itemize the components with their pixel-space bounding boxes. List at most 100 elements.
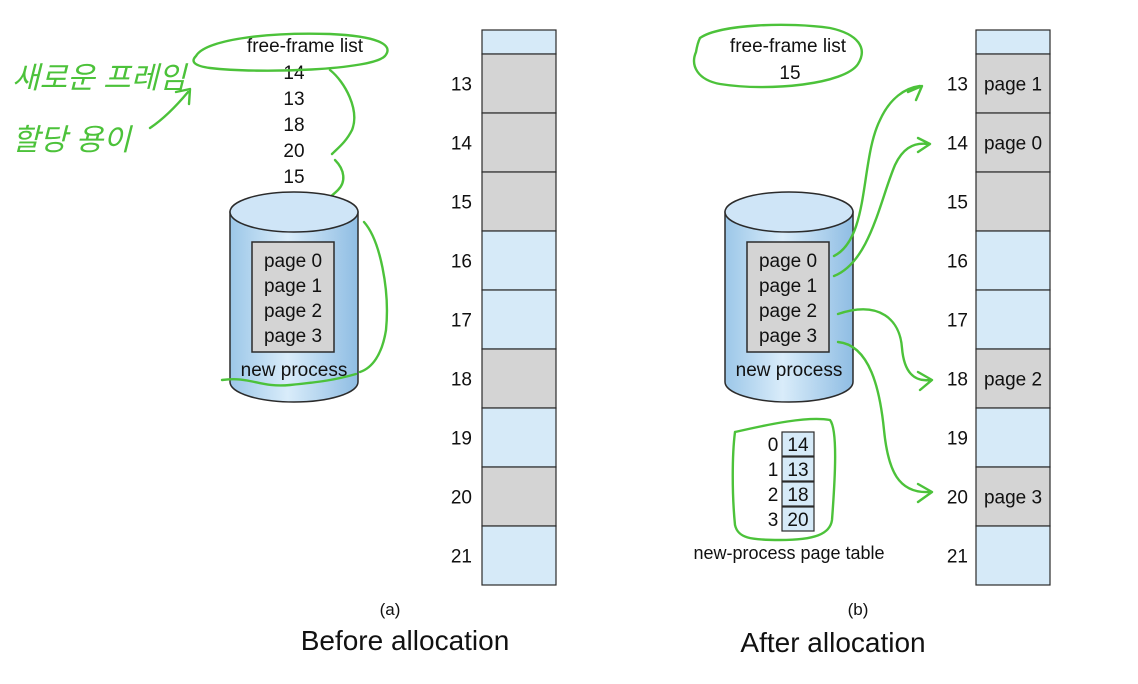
physical-memory: 13 14 15 16 17 18 19 20 21 — [451, 29, 557, 586]
page-table-index: 3 — [768, 510, 779, 531]
disk: page 0 page 1 page 2 page 3 new process — [724, 191, 854, 403]
memory-frame — [481, 289, 557, 350]
free-frame-list-title: free-frame list — [247, 36, 364, 57]
frame-number: 16 — [947, 252, 968, 273]
page-table: 0 14 1 13 2 18 3 20 — [768, 431, 815, 532]
disk-page: page 3 — [264, 326, 322, 347]
page-table-cell — [781, 456, 815, 482]
page-table-index: 1 — [768, 460, 779, 481]
frame-number: 19 — [451, 429, 472, 450]
page-table-frame: 18 — [787, 485, 808, 506]
frame-content: page 3 — [984, 488, 1042, 509]
free-frame-list-title: free-frame list — [730, 36, 847, 57]
disk-page: page 3 — [759, 326, 817, 347]
frame-number: 15 — [451, 193, 472, 214]
disk-page: page 2 — [264, 301, 322, 322]
memory-frame — [481, 348, 557, 409]
memory-frame — [481, 53, 557, 114]
frame-number: 19 — [947, 429, 968, 450]
annotation-curve-3 — [358, 220, 389, 374]
page-table-title: new-process page table — [693, 543, 884, 563]
caption: After allocation — [740, 627, 925, 658]
frame-number: 21 — [947, 547, 968, 568]
free-frame-entry: 20 — [283, 141, 304, 162]
frame-number: 18 — [947, 370, 968, 391]
page-table-frame: 14 — [787, 435, 809, 456]
frame-number: 17 — [451, 311, 472, 332]
free-frame-entry: 13 — [283, 89, 304, 110]
free-frame-entry: 15 — [283, 167, 304, 188]
disk-page: page 2 — [759, 301, 817, 322]
disk-page: page 1 — [264, 276, 322, 297]
memory-frame — [975, 348, 1051, 409]
page-table-index: 2 — [768, 485, 779, 506]
annotation-ellipse — [692, 23, 863, 89]
annotation-curve — [328, 68, 356, 156]
memory-frame — [481, 230, 557, 291]
annotation-arrow — [148, 87, 192, 130]
handwritten-note: 새로운 프레임 할당 용이 — [12, 62, 192, 157]
arrow-page2-to-frame18 — [836, 308, 934, 392]
page-list: page 0 page 1 page 2 page 3 — [264, 251, 322, 347]
free-frame-entry: 15 — [779, 63, 800, 84]
memory-frame — [975, 407, 1051, 468]
memory-frame — [975, 112, 1051, 173]
disk-label: new process — [241, 360, 348, 381]
memory-frame — [481, 525, 557, 586]
memory-frame — [481, 407, 557, 468]
memory-frame — [975, 230, 1051, 291]
frame-number: 20 — [451, 488, 472, 509]
annotation-ellipse-table — [731, 417, 837, 542]
page-table-frame: 13 — [787, 460, 808, 481]
free-frame-list: 15 — [779, 63, 800, 84]
memory-frame — [481, 171, 557, 232]
frame-number: 15 — [947, 193, 968, 214]
memory-frame — [975, 289, 1051, 350]
frame-content: page 1 — [984, 75, 1042, 96]
page-table-cell — [781, 431, 815, 457]
frame-number: 14 — [947, 134, 969, 155]
annotation-underline — [220, 372, 358, 387]
disk-page: page 0 — [759, 251, 817, 272]
page-table-frame: 20 — [787, 510, 808, 531]
page-table-index: 0 — [768, 435, 779, 456]
memory-frame — [975, 171, 1051, 232]
frame-number: 13 — [451, 75, 472, 96]
frame-number: 18 — [451, 370, 472, 391]
page-table-cell — [781, 481, 815, 507]
annotation-ellipse — [192, 32, 389, 72]
frame-content: page 2 — [984, 370, 1042, 391]
handwriting-line-2: 할당 용이 — [12, 124, 133, 157]
memory-frame — [975, 29, 1051, 55]
free-frame-entry: 18 — [283, 115, 304, 136]
disk-label: new process — [736, 360, 843, 381]
free-frame-entry: 14 — [283, 63, 305, 84]
disk-page: page 0 — [264, 251, 322, 272]
disk-page: page 1 — [759, 276, 817, 297]
arrow-page1-to-frame13 — [832, 136, 932, 278]
memory-frame — [481, 29, 557, 55]
sub-caption: (b) — [848, 600, 869, 619]
frame-number: 20 — [947, 488, 968, 509]
sub-caption: (a) — [380, 600, 401, 619]
page-list: page 0 page 1 page 2 page 3 — [759, 251, 817, 347]
free-frame-list: 14 13 18 20 15 — [283, 63, 305, 188]
handwriting-line-1: 새로운 프레임 — [12, 62, 188, 95]
frame-number: 17 — [947, 311, 968, 332]
memory-frame — [481, 466, 557, 527]
frame-number: 21 — [451, 547, 472, 568]
memory-frame — [975, 525, 1051, 586]
disk: page 0 page 1 page 2 page 3 new process — [229, 191, 359, 403]
frame-number: 14 — [451, 134, 473, 155]
frame-content: page 0 — [984, 134, 1042, 155]
caption: Before allocation — [301, 625, 510, 656]
memory-frame — [975, 53, 1051, 114]
page-table-cell — [781, 506, 815, 532]
memory-frame — [481, 112, 557, 173]
arrow-page3-to-frame20 — [836, 340, 934, 504]
frame-number: 16 — [451, 252, 472, 273]
